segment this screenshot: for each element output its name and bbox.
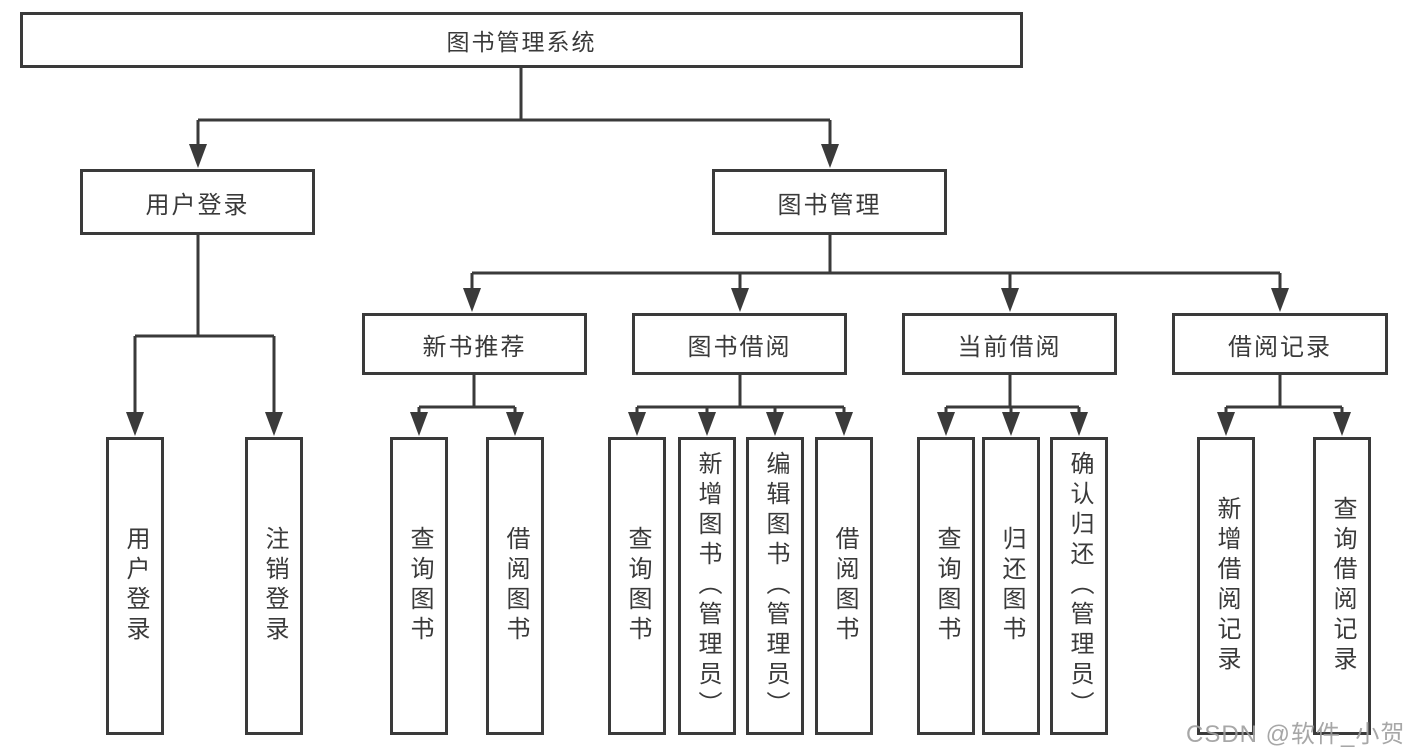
leaf-current-confirm-return-admin: 确认归还（管理员） <box>1050 437 1108 735</box>
leaf-borrow-query-books: 查询图书 <box>608 437 666 735</box>
leaf-logout: 注销登录 <box>245 437 303 735</box>
arrowhead-icon <box>126 412 144 436</box>
arrowhead-icon <box>189 144 207 168</box>
arrowhead-icon <box>821 144 839 168</box>
arrowhead-icon <box>766 412 784 436</box>
arrowhead-icon <box>1002 412 1020 436</box>
leaf-current-query-books: 查询图书 <box>917 437 975 735</box>
arrowhead-icon <box>1070 412 1088 436</box>
node-borrowing-records: 借阅记录 <box>1172 313 1388 375</box>
leaf-user-login: 用户登录 <box>106 437 164 735</box>
node-new-book-recommend: 新书推荐 <box>362 313 587 375</box>
arrowhead-icon <box>937 412 955 436</box>
arrowhead-icon <box>698 412 716 436</box>
leaf-records-query-record: 查询借阅记录 <box>1313 437 1371 735</box>
leaf-borrow-add-books-admin: 新增图书（管理员） <box>678 437 736 735</box>
node-current-borrowing: 当前借阅 <box>902 313 1117 375</box>
arrowhead-icon <box>265 412 283 436</box>
arrowhead-icon <box>731 288 749 312</box>
arrowhead-icon <box>1001 288 1019 312</box>
leaf-newbook-borrow-books: 借阅图书 <box>486 437 544 735</box>
arrowhead-icon <box>1333 412 1351 436</box>
leaf-current-return-books: 归还图书 <box>982 437 1040 735</box>
arrowhead-icon <box>506 412 524 436</box>
leaf-borrow-borrow-books: 借阅图书 <box>815 437 873 735</box>
node-user-login: 用户登录 <box>80 169 315 235</box>
arrowhead-icon <box>1217 412 1235 436</box>
arrowhead-icon <box>1271 288 1289 312</box>
leaf-newbook-query-books: 查询图书 <box>390 437 448 735</box>
leaf-borrow-edit-books-admin: 编辑图书（管理员） <box>746 437 804 735</box>
node-root: 图书管理系统 <box>20 12 1023 68</box>
arrowhead-icon <box>835 412 853 436</box>
connector-rails <box>133 68 1344 414</box>
watermark: CSDN @软件_小贺同学 <box>1186 721 1405 747</box>
arrowhead-icon <box>463 288 481 312</box>
arrowhead-icon <box>628 412 646 436</box>
arrowhead-icon <box>410 412 428 436</box>
leaf-records-add-record: 新增借阅记录 <box>1197 437 1255 735</box>
node-book-management: 图书管理 <box>712 169 947 235</box>
node-book-borrowing: 图书借阅 <box>632 313 847 375</box>
